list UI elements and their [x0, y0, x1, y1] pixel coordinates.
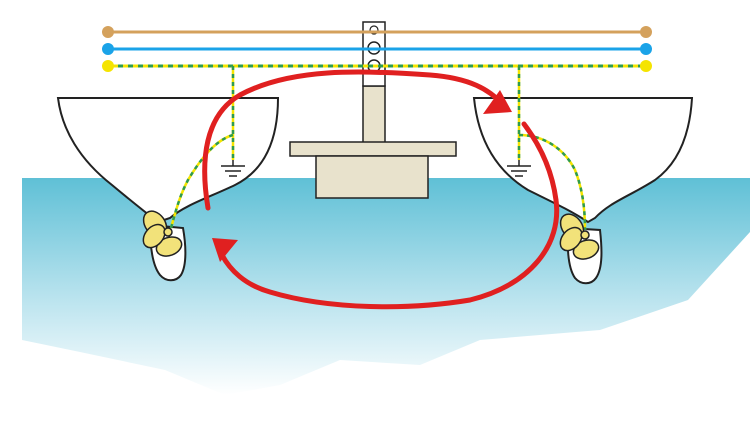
supply-wires	[102, 26, 652, 72]
right-ground-conductor	[517, 66, 587, 231]
water	[22, 178, 750, 395]
ground-symbol-icon	[507, 160, 531, 177]
shore-power-pedestal	[289, 21, 457, 199]
propeller-icon	[142, 210, 183, 257]
left-ground-conductor	[169, 66, 235, 229]
propeller-icon	[559, 213, 600, 260]
ground-symbol-icon	[221, 160, 245, 177]
circular-arrow-icon	[202, 69, 560, 310]
